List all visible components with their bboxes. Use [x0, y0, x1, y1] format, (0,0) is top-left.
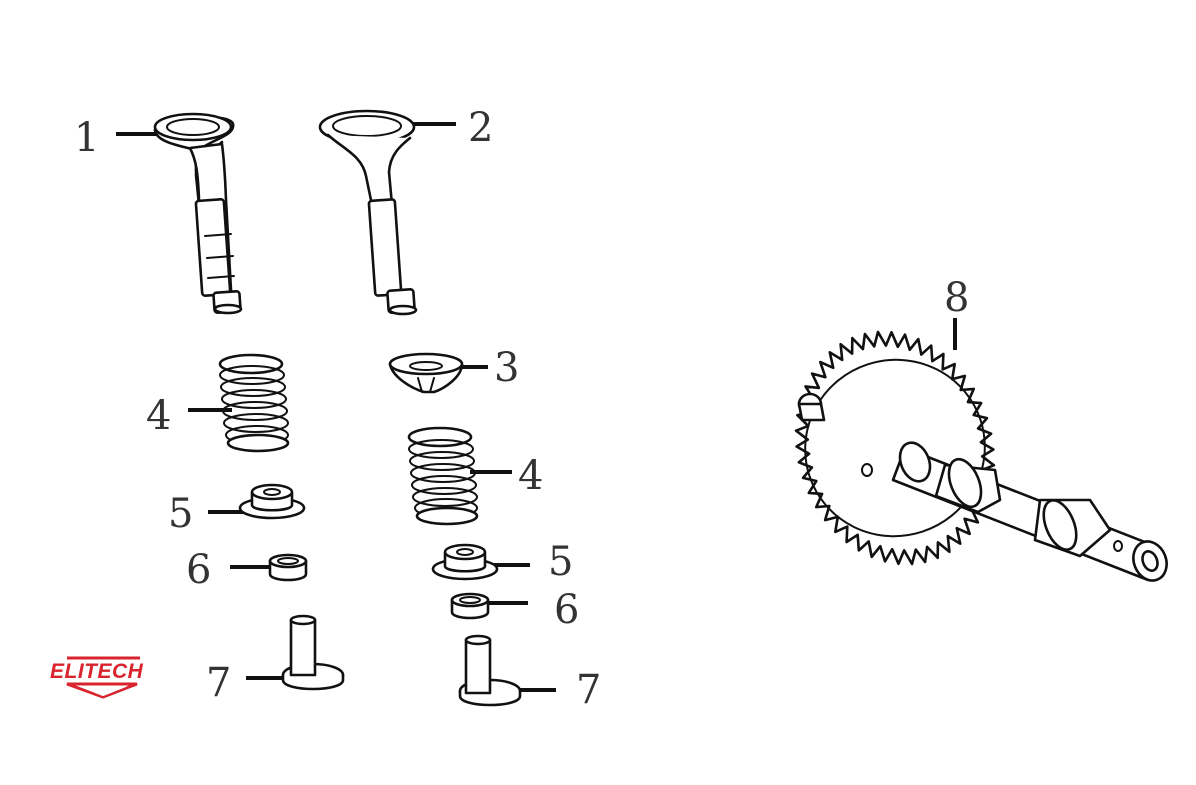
part-4-spring-right [407, 426, 479, 526]
callout-8: 8 [944, 275, 970, 321]
callout-6-right: 6 [554, 587, 580, 633]
part-4-spring-left [218, 353, 290, 453]
part-2-valve [318, 109, 418, 316]
callout-2: 2 [468, 105, 494, 151]
callout-7-right: 7 [576, 667, 602, 713]
part-7-tappet-left [281, 614, 345, 691]
part-6-seal-left [268, 553, 308, 582]
callout-3: 3 [494, 345, 520, 391]
callout-6-left: 6 [186, 547, 212, 593]
callout-4-left: 4 [146, 393, 172, 439]
part-5-seat-right [431, 543, 499, 581]
elitech-logo: ELITECH [50, 656, 144, 699]
part-6-seal-right [450, 592, 490, 620]
part-5-seat-left [238, 483, 306, 520]
part-7-tappet-right [458, 634, 522, 707]
part-1-valve [153, 112, 243, 315]
part-8-camshaft-gear [794, 330, 1168, 582]
callout-7-left: 7 [206, 660, 232, 706]
logo-text: ELITECH [50, 660, 144, 683]
callout-5-right: 5 [548, 539, 574, 585]
callout-1: 1 [74, 115, 100, 161]
callout-4-right: 4 [518, 453, 544, 499]
part-3-retainer [388, 352, 464, 394]
callout-5-left: 5 [168, 491, 194, 537]
